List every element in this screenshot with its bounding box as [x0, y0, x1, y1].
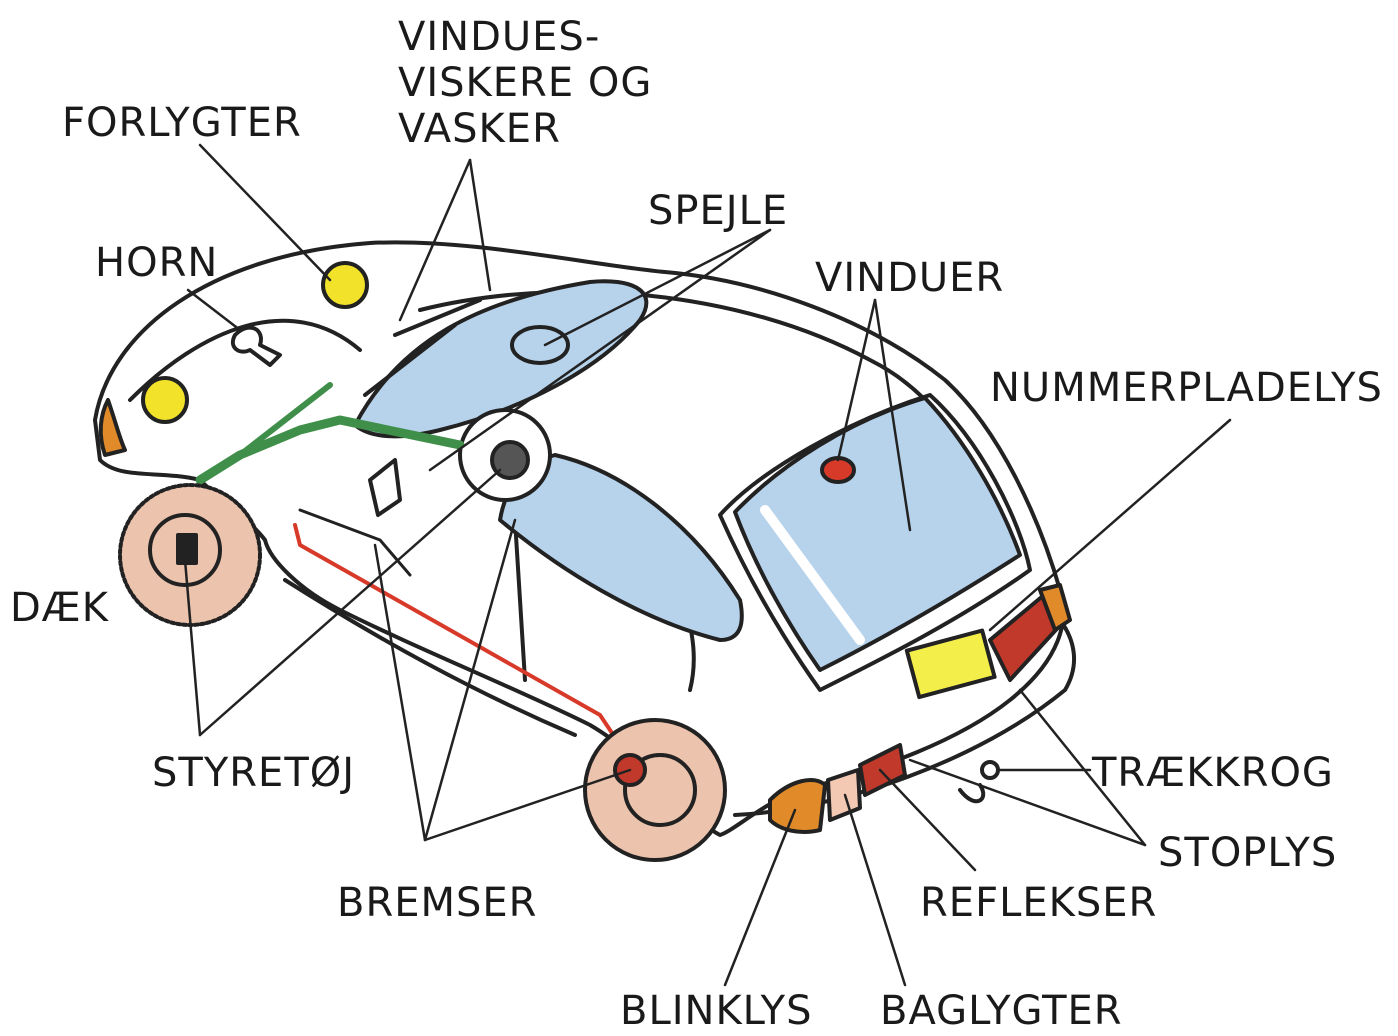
label-baglygter: BAGLYGTER: [880, 988, 1123, 1034]
label-vinduesviskere-1: VINDUES-: [398, 14, 600, 60]
horn-shape: [233, 328, 280, 365]
label-vinduesviskere-2: VISKERE OG: [398, 60, 652, 106]
headlight-lower: [143, 378, 187, 422]
rear-indicator: [770, 780, 825, 832]
headlight-top: [323, 263, 367, 307]
label-bremser: BREMSER: [337, 880, 537, 926]
steering-column: [240, 385, 330, 455]
label-forlygter: FORLYGTER: [62, 100, 302, 146]
door-line: [515, 520, 525, 680]
tow-hook-ring: [982, 762, 998, 778]
label-vinduesviskere-3: VASKER: [398, 106, 561, 152]
label-styretoej: STYRETØJ: [152, 750, 355, 796]
label-stoplys: STOPLYS: [1158, 830, 1337, 876]
side-mirror: [370, 460, 400, 515]
label-spejle: SPEJLE: [648, 188, 788, 234]
tow-hook: [960, 785, 983, 801]
front-brake: [178, 535, 196, 563]
label-nummerpladelys: NUMMERPLADELYS: [990, 365, 1383, 411]
label-vinduer: VINDUER: [815, 255, 1004, 301]
label-reflekser: REFLEKSER: [920, 880, 1157, 926]
number-plate-light: [907, 630, 995, 697]
label-daek: DÆK: [10, 585, 109, 631]
front-indicator: [101, 400, 125, 455]
label-horn: HORN: [95, 240, 218, 286]
rear-wheel: [585, 720, 725, 860]
mirror-shape: [512, 327, 568, 363]
label-blinklys: BLINKLYS: [620, 988, 812, 1034]
interior-light: [822, 458, 854, 482]
label-traekkrog: TRÆKKROG: [1092, 750, 1334, 796]
